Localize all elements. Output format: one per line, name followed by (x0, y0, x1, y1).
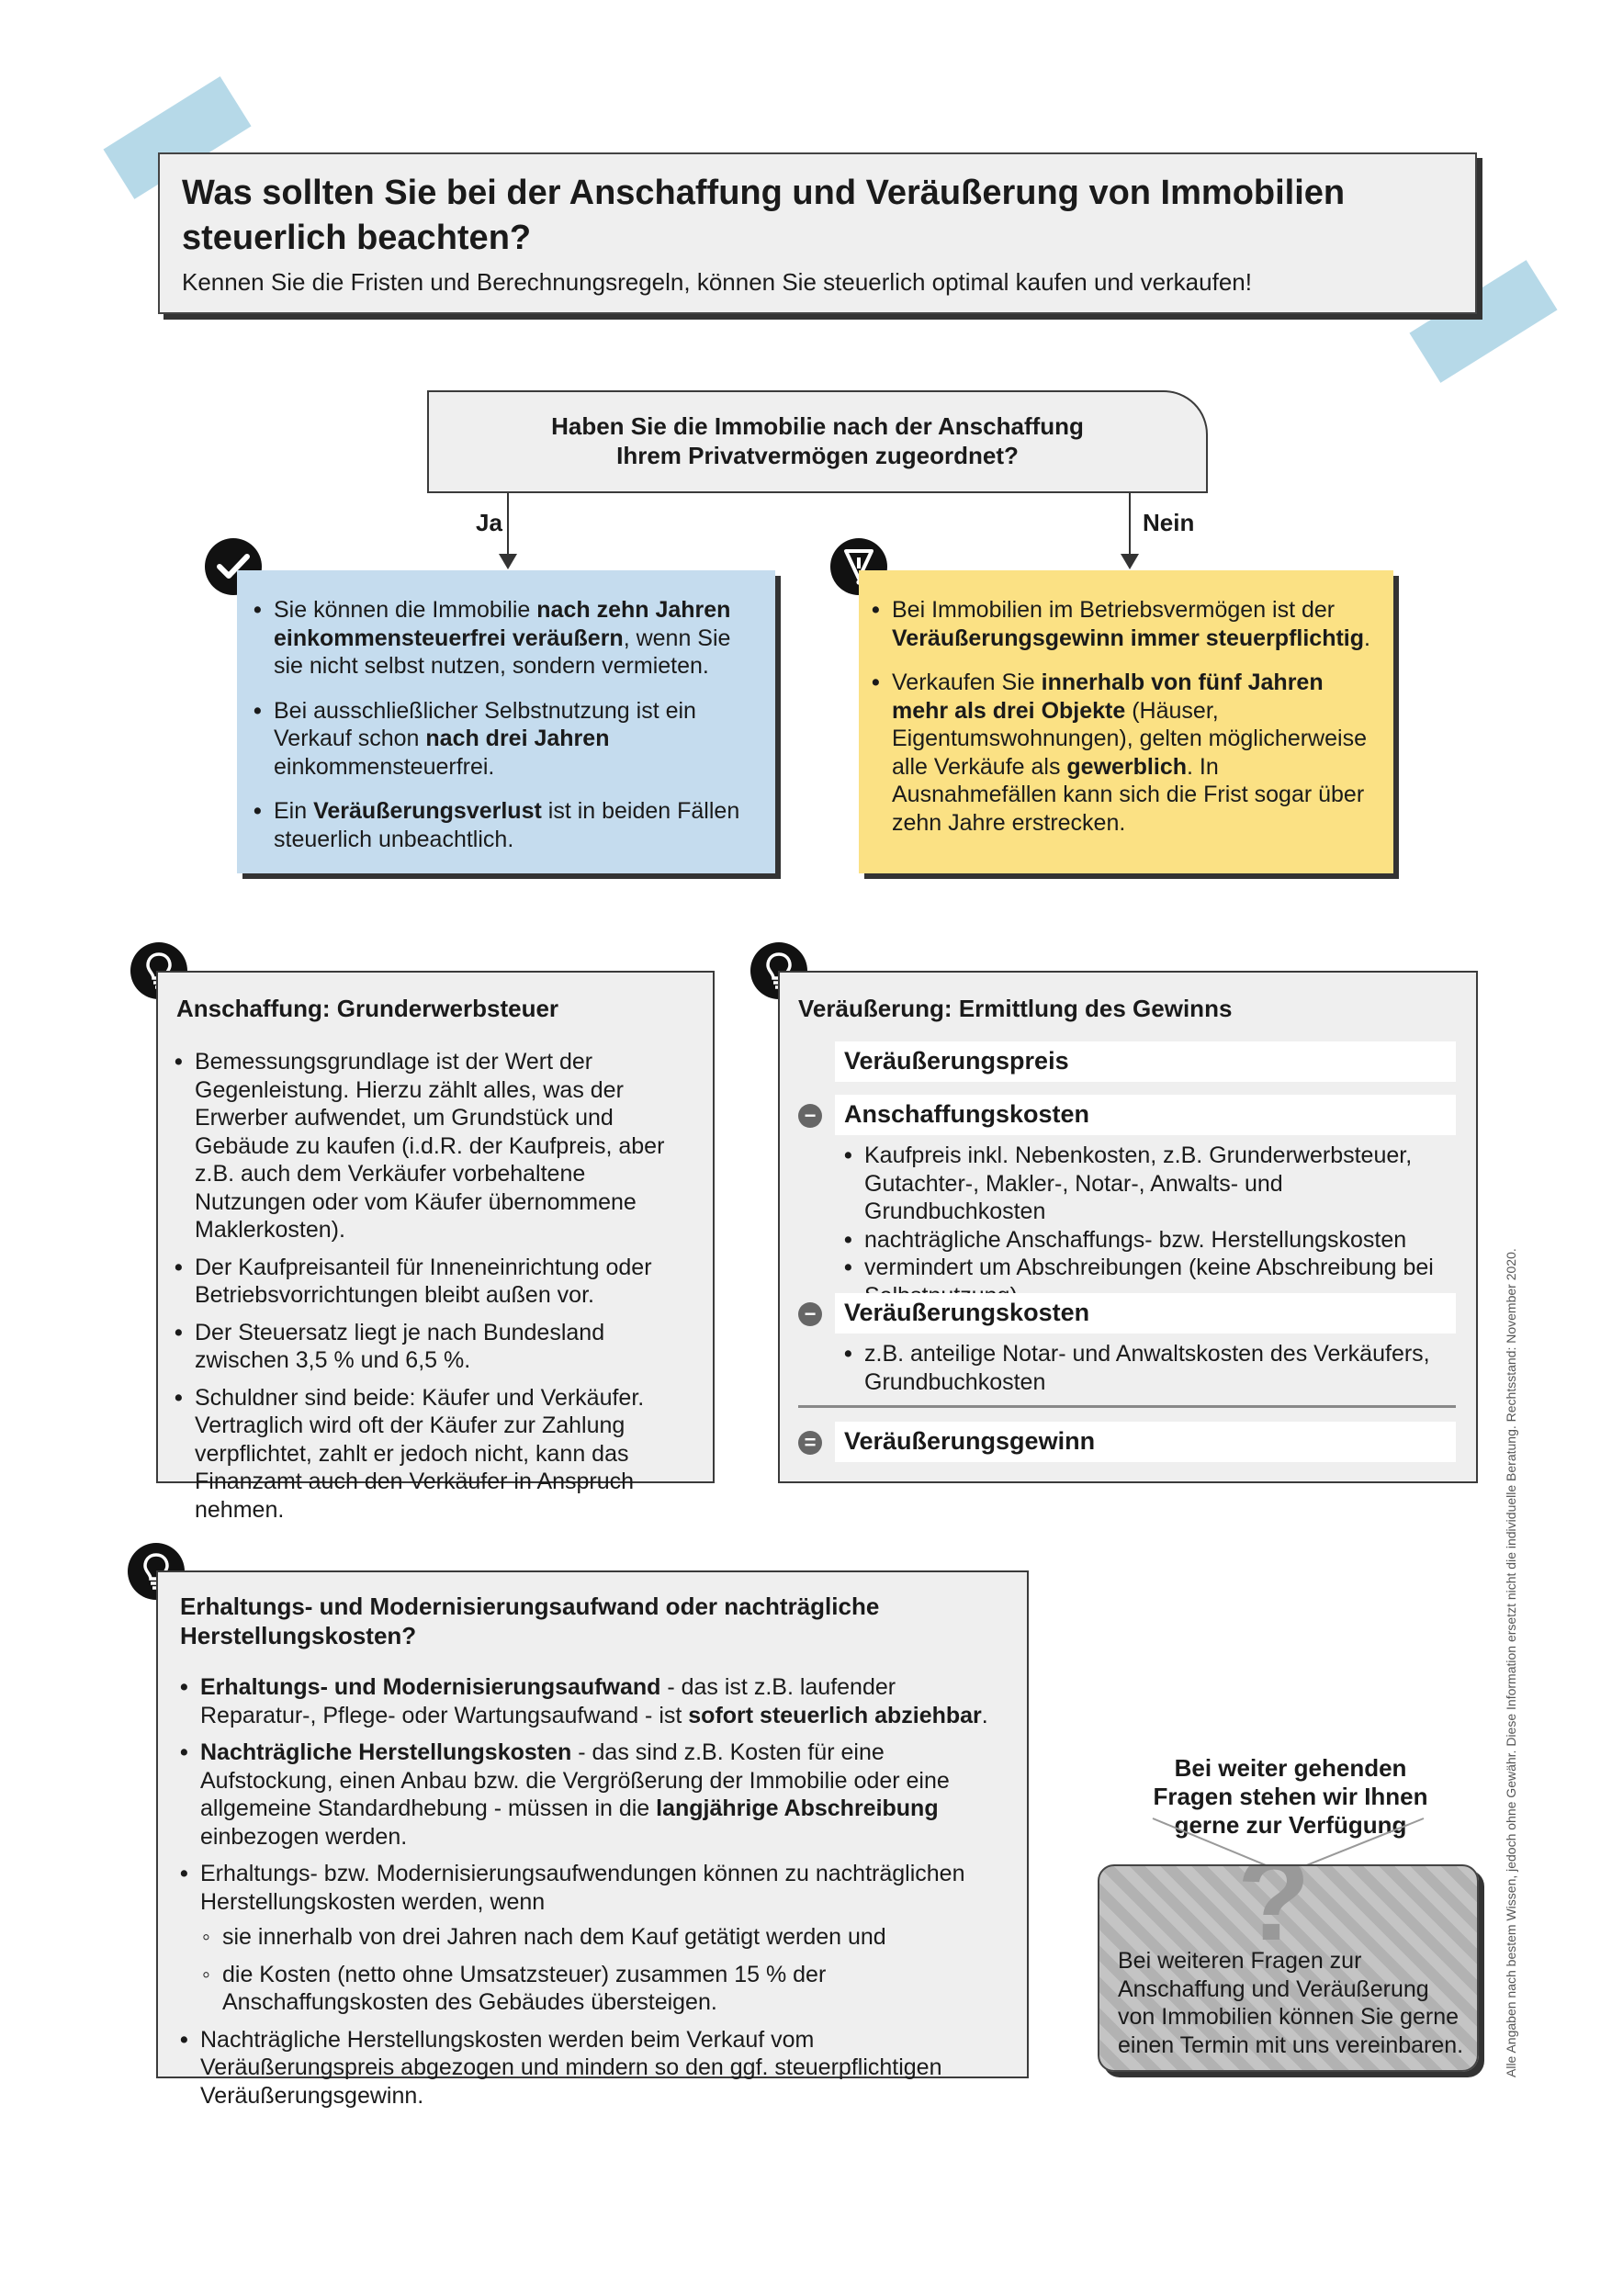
equals-icon: = (798, 1431, 822, 1455)
erhaltung-item: Nachträgliche Herstellungskosten - das s… (180, 1739, 1007, 1851)
erhaltung-item: Erhaltungs- und Modernisierungsaufwand -… (180, 1673, 1007, 1729)
sum-divider (798, 1405, 1456, 1408)
anschaffungskosten-item: nachträgliche Anschaffungs- bzw. Herstel… (844, 1226, 1469, 1255)
row-veraeusserungspreis: Veräußerungspreis (835, 1041, 1456, 1082)
contact-box: ? Bei weiteren Fragen zur Anschaffung un… (1098, 1864, 1479, 2072)
anschaffung-item: Der Kaufpreisanteil für Inneneinrichtung… (175, 1254, 698, 1310)
erhaltung-sublist: sie innerhalb von drei Jahren nach dem K… (200, 1923, 1007, 2017)
yes-box: Sie können die Immobilie nach zehn Jahre… (237, 570, 775, 873)
row-veraeusserungsgewinn: Veräußerungsgewinn (835, 1422, 1456, 1462)
anschaffung-box: Anschaffung: Grunderwerbsteuer Bemessung… (156, 971, 715, 1523)
page-title: Was sollten Sie bei der Anschaffung und … (182, 174, 1346, 258)
question-mark-icon: ? (1237, 1864, 1311, 1965)
header-box: Was sollten Sie bei der Anschaffung und … (158, 152, 1477, 314)
anschaffungskosten-list: Kaufpreis inkl. Nebenkosten, z.B. Grunde… (844, 1142, 1469, 1310)
erhaltung-item: Nachträgliche Herstellungskosten werden … (180, 2026, 1007, 2110)
veraeusserung-box: Veräußerung: Ermittlung des Gewinns Verä… (778, 971, 1478, 1483)
veraeusserungskosten-item: z.B. anteilige Notar- und Anwaltskosten … (844, 1340, 1469, 1396)
erhaltung-item: Erhaltungs- bzw. Modernisierungsaufwendu… (180, 1860, 1007, 2017)
veraeusserungskosten-list: z.B. anteilige Notar- und Anwaltskosten … (844, 1340, 1469, 1396)
erhaltung-list: Erhaltungs- und Modernisierungsaufwand -… (180, 1673, 1007, 2110)
erhaltung-subitem: sie innerhalb von drei Jahren nach dem K… (200, 1923, 1007, 1952)
question-line1: Haben Sie die Immobilie nach der Anschaf… (551, 412, 1084, 440)
contact-text: Bei weiteren Fragen zur Anschaffung und … (1118, 1948, 1464, 2058)
yes-item: Sie können die Immobilie nach zehn Jahre… (254, 596, 754, 681)
yes-item: Ein Veräußerungsverlust ist in beiden Fä… (254, 797, 754, 853)
erhaltung-subitem: die Kosten (netto ohne Umsatzsteuer) zus… (200, 1961, 1007, 2017)
veraeusserung-title: Veräußerung: Ermittlung des Gewinns (798, 995, 1233, 1022)
minus-icon: − (798, 1302, 822, 1326)
no-label: Nein (1143, 509, 1195, 536)
question-line2: Ihrem Privatvermögen zugeordnet? (616, 441, 1019, 469)
anschaffung-item: Der Steuersatz liegt je nach Bundesland … (175, 1319, 698, 1375)
flow-arrows (499, 493, 1139, 569)
anschaffung-title: Anschaffung: Grunderwerbsteuer (176, 995, 559, 1022)
page-subtitle: Kennen Sie die Fristen und Berechnungsre… (182, 268, 1252, 296)
anschaffung-list: Bemessungsgrundlage ist der Wert der Geg… (175, 1048, 698, 1533)
anschaffungskosten-item: Kaufpreis inkl. Nebenkosten, z.B. Grunde… (844, 1142, 1469, 1226)
erhaltung-box: Erhaltungs- und Modernisierungsaufwand o… (156, 1570, 1029, 2109)
yes-item: Bei ausschließlicher Selbstnutzung ist e… (254, 697, 754, 782)
disclaimer: Alle Angaben nach bestem Wissen, jedoch … (1504, 1248, 1518, 2077)
row-veraeusserungskosten: Veräußerungskosten (835, 1293, 1456, 1334)
minus-icon: − (798, 1104, 822, 1128)
anschaffung-item: Schuldner sind beide: Käufer und Verkäuf… (175, 1384, 698, 1525)
no-item: Verkaufen Sie innerhalb von fünf Jahren … (872, 669, 1377, 837)
contact-heading: Bei weiter gehenden Fragen stehen wir Ih… (1153, 1754, 1428, 1840)
no-box: Bei Immobilien im Betriebsvermögen ist d… (859, 570, 1393, 873)
row-anschaffungskosten: Anschaffungskosten (835, 1095, 1456, 1135)
no-item: Bei Immobilien im Betriebsvermögen ist d… (872, 596, 1377, 652)
erhaltung-title: Erhaltungs- und Modernisierungsaufwand o… (180, 1593, 880, 1649)
question-box: Haben Sie die Immobilie nach der Anschaf… (427, 390, 1208, 493)
yes-label: Ja (476, 509, 502, 536)
anschaffung-item: Bemessungsgrundlage ist der Wert der Geg… (175, 1048, 698, 1244)
